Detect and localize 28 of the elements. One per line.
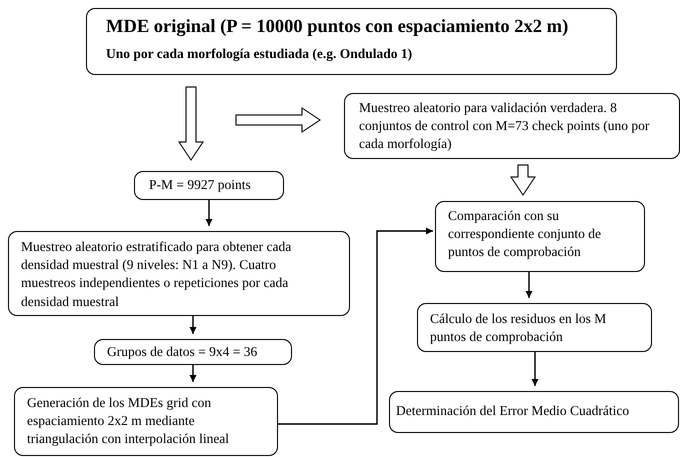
node-text: P-M = 9927 points [149,176,252,194]
block-arrow [236,107,321,133]
arrow [532,352,538,386]
process-box [134,171,284,200]
node-text: Comparación con su correspondiente conjunto de puntos de comprobación [448,207,602,262]
node-text: Grupos de datos = 9x4 = 36 [107,343,258,361]
process-box [8,231,350,316]
node-text: Determinación del Error Medio Cuadrático [396,402,630,420]
arrow [278,228,433,425]
process-box [344,93,680,159]
node-text: Muestreo aleatorio para validación verdadera. 8 conjuntos de control con M=73 check points (uno por cada morfología) [359,99,650,154]
node-text: Cálculo de los residuos en los M puntos de comprobación [430,310,608,346]
arrow [190,316,196,334]
result-box [389,391,679,433]
arrow [206,200,212,226]
title-box [86,8,617,75]
node-text: Generación de los MDEs grid con espaciamiento 2x2 m mediante triangulación con interpolación lineal [27,394,230,448]
title-text: MDE original (P = 10000 puntos con espaciamiento 2x2 m) [106,16,570,39]
process-box [94,339,292,365]
arrow [190,365,196,382]
process-box [14,387,278,456]
node-text: Muestreo aleatorio estratificado para obtener cada densidad muestral (9 niveles: N1 a N9). Cuatro muestreos independientes o repeticiones por cada densidad muestral [21,238,292,311]
subtitle-text: Uno por cada morfología estudiada (e.g. Ondulado 1) [106,45,414,64]
arrow [526,272,532,298]
block-arrow [510,164,536,196]
process-box [435,201,645,272]
process-box [417,303,652,352]
block-arrow [178,86,204,161]
